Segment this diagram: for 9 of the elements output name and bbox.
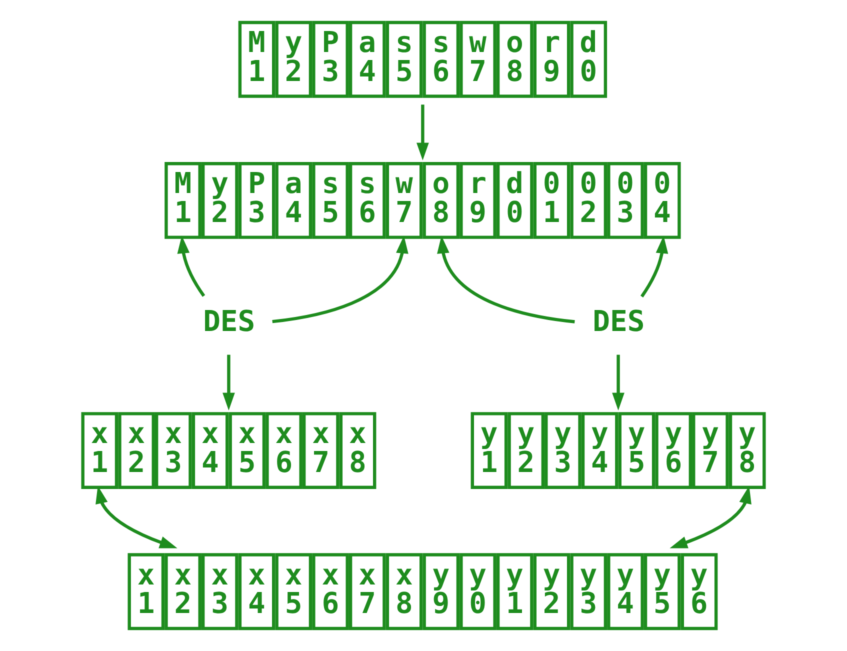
node-text: DES <box>203 304 256 338</box>
arrow <box>640 236 668 298</box>
node-text: DES <box>592 304 645 338</box>
arrow <box>177 236 206 297</box>
arrow <box>272 236 408 324</box>
arrow <box>222 354 235 410</box>
arrow <box>437 236 575 324</box>
arrow <box>416 104 429 160</box>
arrow <box>612 354 624 410</box>
